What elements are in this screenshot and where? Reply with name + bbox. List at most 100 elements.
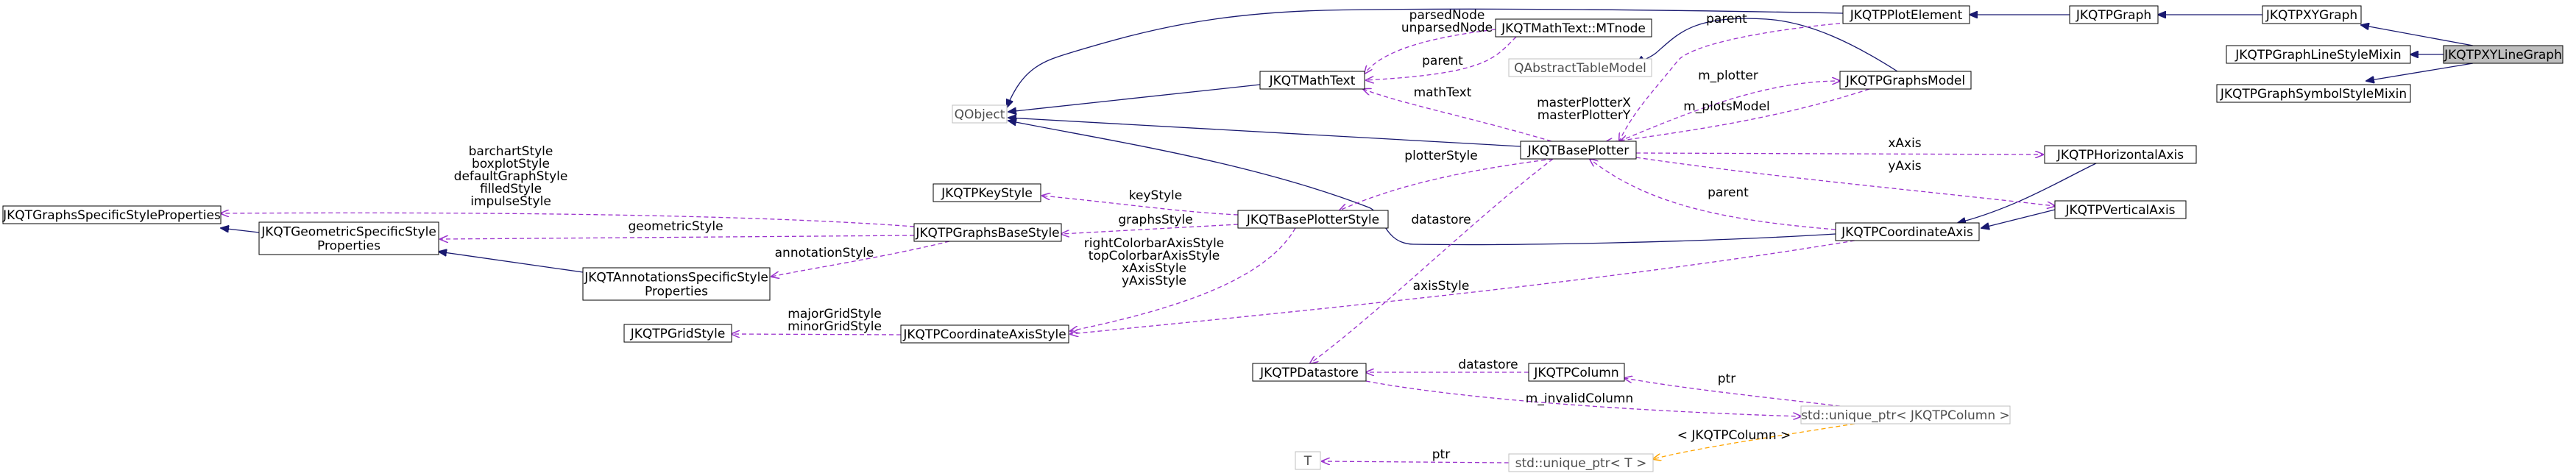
class-node-unique-ptr-t[interactable]: std::unique_ptr< T >	[1508, 453, 1654, 472]
class-node-box	[952, 104, 1008, 124]
class-node-box	[1800, 405, 2011, 425]
class-node-jkqtpgraphs-model[interactable]: JKQTPGraphsModel	[1839, 71, 1972, 90]
edge-label-annotationstyle: annotationStyle	[775, 246, 874, 260]
edge-baseplotter-qobject	[1008, 118, 1521, 147]
edge-graphsbasestyle-graphsspecific	[221, 213, 915, 227]
class-node-unique-ptr-jkqtpcolumn[interactable]: std::unique_ptr< JKQTPColumn >	[1800, 405, 2011, 425]
edge-label-m-invalidcolumn: m_invalidColumn	[1526, 391, 1633, 406]
edge-baseplotter-mathtext	[1363, 89, 1552, 142]
edge-label-axis-parent: parent	[1708, 185, 1749, 200]
edge-graphsbasestyle-annotations	[771, 241, 950, 277]
edge-label-m-plotsmodel: m_plotsModel	[1683, 99, 1770, 114]
edge-baseplotter-verticalaxis	[1635, 157, 2055, 206]
class-node-label: T	[1303, 454, 1312, 469]
class-node-jkqtbase-plotter-style[interactable]: JKQTBasePlotterStyle	[1237, 210, 1389, 229]
class-node-box	[1252, 363, 1367, 382]
class-node-label: JKQTMathText::MTnode	[1501, 21, 1646, 36]
class-node-box	[900, 324, 1069, 344]
class-node-jkqtpdatastore[interactable]: JKQTPDatastore	[1252, 363, 1367, 382]
class-node-jkqtpgraph-line-style-mixin[interactable]: JKQTPGraphLineStyleMixin	[2226, 45, 2411, 64]
edge-graphsmodel-baseplotter	[1604, 88, 1870, 143]
edge-label-plotterstyle: plotterStyle	[1404, 149, 1477, 163]
class-node-label: JKQTPXYGraph	[2265, 8, 2357, 23]
class-node-jkqtpcoordinate-axis[interactable]: JKQTPCoordinateAxis	[1835, 222, 1980, 241]
class-node-label: JKQTPGridStyle	[630, 327, 726, 341]
class-node-label: JKQTMathText	[1269, 74, 1356, 88]
edge-label-ptr-t: ptr	[1432, 447, 1450, 462]
class-node-jkqtpvertical-axis[interactable]: JKQTPVerticalAxis	[2054, 200, 2187, 219]
class-node-qobject[interactable]: QObject	[952, 104, 1008, 124]
class-node-label: JKQTPHorizontalAxis	[2056, 148, 2184, 163]
edge-label-m-plotter: m_plotter	[1698, 68, 1758, 83]
edge-label-template-arg: < JKQTPColumn >	[1677, 428, 1791, 443]
class-node-jkqtmath-text[interactable]: JKQTMathText	[1259, 71, 1365, 90]
class-node-jkqtpplot-element[interactable]: JKQTPPlotElement	[1842, 5, 1970, 24]
class-node-box	[1528, 363, 1625, 382]
class-node-jkqtgraphs-specific-style-properties[interactable]: JKQTGraphsSpecificStyleProperties	[2, 205, 222, 224]
class-node-jkqtpcoordinate-axis-style[interactable]: JKQTPCoordinateAxisStyle	[900, 324, 1069, 344]
class-node-jkqtphorizontal-axis[interactable]: JKQTPHorizontalAxis	[2044, 145, 2197, 164]
class-node-jkqtpxyline-graph[interactable]: JKQTPXYLineGraph	[2443, 45, 2563, 64]
edge-baseplotter-graphsmodel	[1618, 81, 1840, 142]
edge-uniqueptr-column	[1624, 378, 1841, 407]
class-node-box	[2216, 84, 2411, 103]
class-node-label: QObject	[955, 107, 1005, 122]
class-node-box	[1259, 71, 1365, 90]
edge-uniqueptrt-t	[1322, 461, 1510, 463]
class-node-jkqtpxygraph[interactable]: JKQTPXYGraph	[2262, 5, 2362, 24]
edge-label-datastore-column: datastore	[1458, 358, 1518, 372]
edge-label-mathtext: mathText	[1414, 85, 1472, 100]
class-node-qabstract-table-model[interactable]: QAbstractTableModel	[1508, 58, 1652, 77]
class-node-jkqtpgrid-style[interactable]: JKQTPGridStyle	[623, 324, 732, 343]
class-node-label: QAbstractTableModel	[1514, 61, 1646, 76]
class-node-label: JKQTPGraphsBaseStyle	[915, 226, 1059, 241]
class-node-box	[1842, 5, 1970, 24]
class-node-t[interactable]: T	[1295, 451, 1321, 470]
edge-label-mathtext-parent: parent	[1422, 54, 1463, 68]
class-node-box	[2044, 145, 2197, 164]
class-node-jkqtpgraph[interactable]: JKQTPGraph	[2069, 5, 2159, 24]
class-node-jkqtmath-text-mtnode[interactable]: JKQTMathText::MTnode	[1495, 18, 1652, 38]
edge-baseplotter-horizontalaxis	[1635, 153, 2043, 154]
class-node-jkqtpkey-style[interactable]: JKQTPKeyStyle	[933, 183, 1041, 202]
class-node-box	[913, 223, 1062, 242]
edge-coordinateaxis-baseplotter	[1590, 159, 1836, 230]
class-node-box	[2262, 5, 2362, 24]
class-node-jkqtpcolumn[interactable]: JKQTPColumn	[1528, 363, 1625, 382]
class-node-jkqtpgraphs-base-style[interactable]: JKQTPGraphsBaseStyle	[913, 223, 1062, 242]
nodes-layer: JKQTPXYLineGraphJKQTPXYGraphJKQTPGraphJK…	[2, 5, 2563, 472]
class-node-label: std::unique_ptr< T >	[1515, 456, 1647, 471]
class-node-label: JKQTGraphsSpecificStyleProperties	[2, 208, 221, 223]
class-node-box	[933, 183, 1041, 202]
edge-xylinegraph-symbolstylemixin	[2366, 63, 2474, 81]
edge-label-graphsstyle: graphsStyle	[1118, 213, 1192, 227]
edge-horizontalaxis-coordinateaxis	[1958, 163, 2097, 223]
class-node-box	[1237, 210, 1389, 229]
edge-mathtext-qobject	[1008, 84, 1261, 112]
edge-label-yaxis: yAxis	[1888, 159, 1921, 174]
class-node-label: JKQTPXYLineGraph	[2444, 48, 2562, 63]
class-node-jkqtpgraph-symbol-style-mixin[interactable]: JKQTPGraphSymbolStyleMixin	[2216, 84, 2411, 103]
class-node-label: JKQTPGraphLineStyleMixin	[2234, 48, 2401, 63]
edge-label-datastore-plotter: datastore	[1411, 213, 1471, 227]
class-node-jkqtbase-plotter[interactable]: JKQTBasePlotter	[1520, 141, 1637, 160]
class-node-box	[1508, 58, 1652, 77]
edges-layer	[221, 8, 2474, 463]
class-node-label: std::unique_ptr< JKQTPColumn >	[1801, 408, 2010, 423]
class-node-label: JKQTPCoordinateAxisStyle	[902, 327, 1066, 342]
edge-uniqueptrt-instance	[1653, 423, 1855, 459]
edge-label-keystyle: keyStyle	[1129, 188, 1182, 203]
class-node-box	[258, 221, 439, 255]
class-node-label: JKQTPColumn	[1533, 366, 1618, 380]
edge-plotterstyle-graphsbasestyle	[1061, 224, 1239, 234]
class-node-box	[1835, 222, 1980, 241]
edge-plotelement-qobject	[1007, 8, 1844, 107]
class-node-label: JKQTPDatastore	[1259, 366, 1359, 380]
